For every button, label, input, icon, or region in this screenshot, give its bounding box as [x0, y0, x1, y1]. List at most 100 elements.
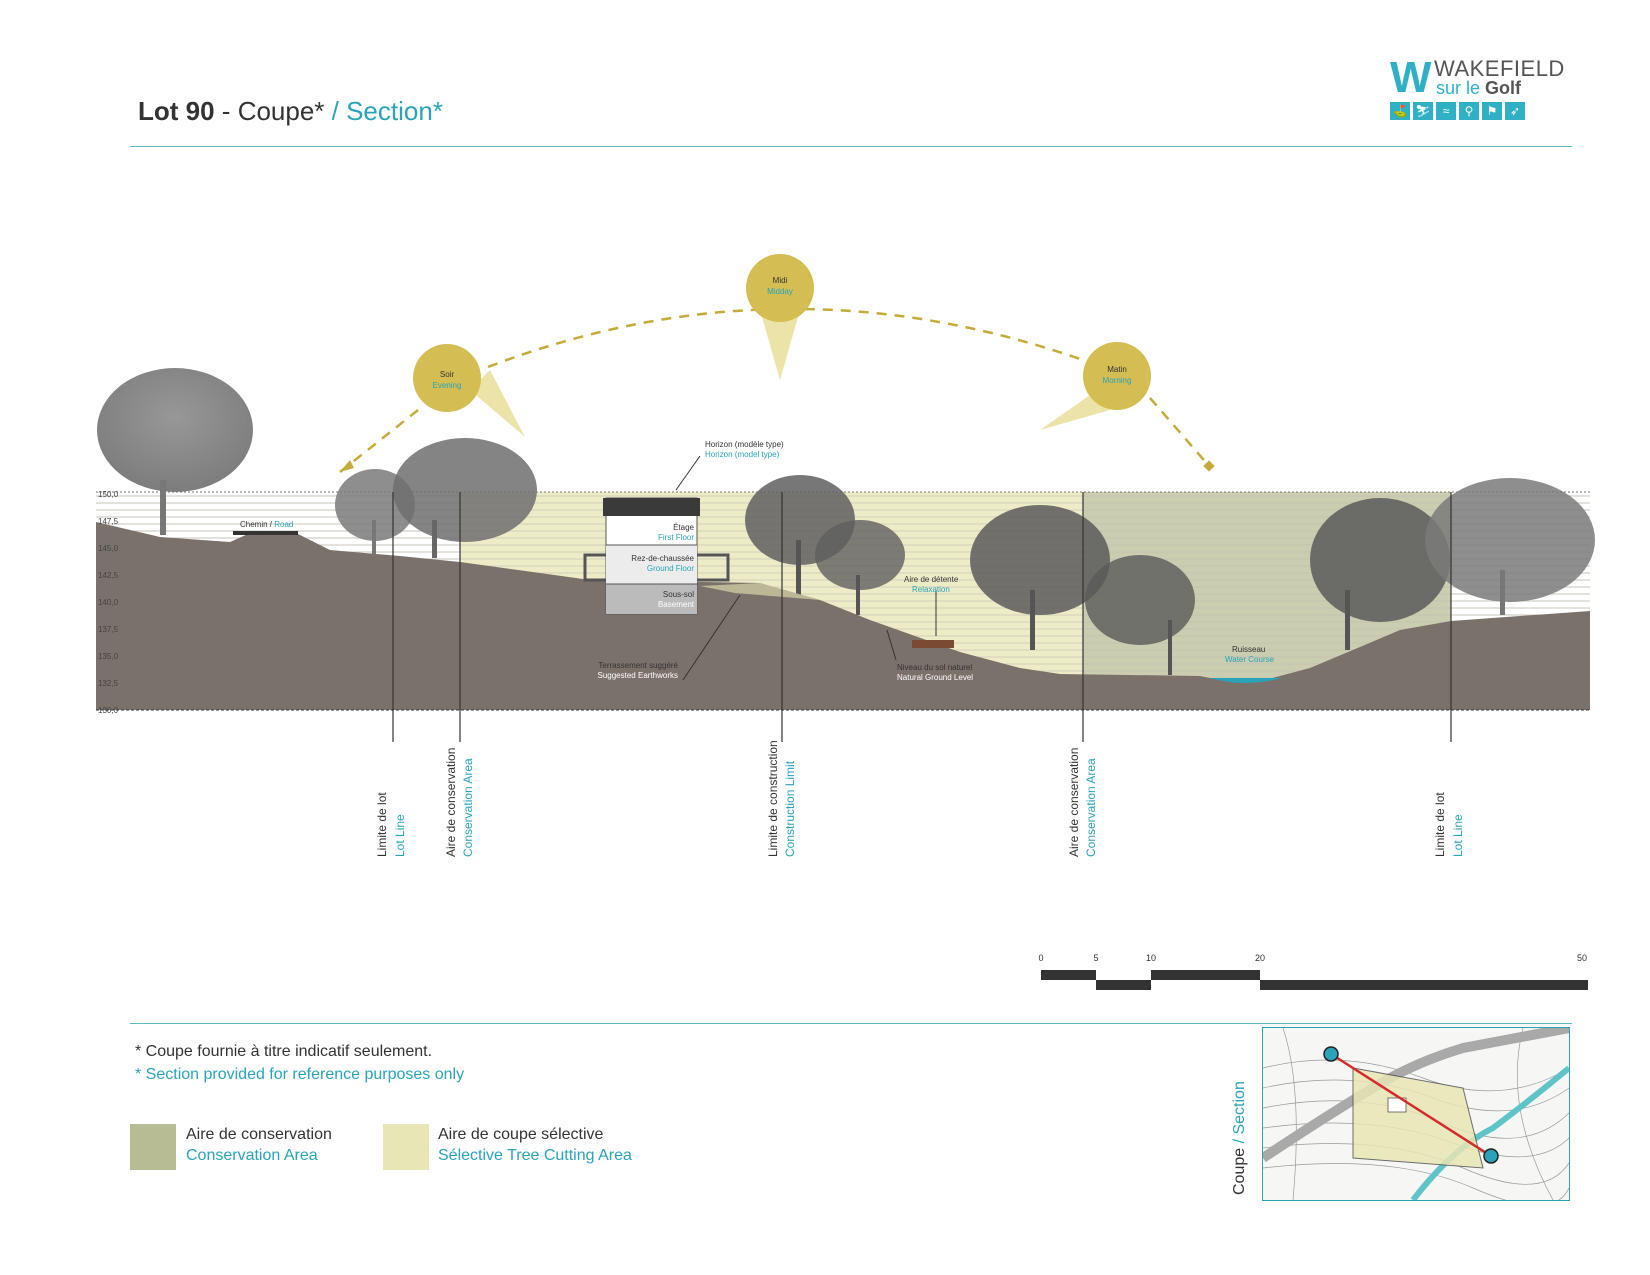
road-surface [233, 531, 298, 535]
legend-selective-fr: Aire de coupe sélective [438, 1126, 604, 1143]
stream-icon [1410, 1065, 1569, 1200]
water-course [1210, 678, 1282, 683]
earthworks-en: Suggested Earthworks [598, 671, 679, 680]
road-fr: Chemin / [240, 520, 274, 529]
sun-midday-fr: Midi [773, 276, 788, 285]
tree [393, 438, 537, 558]
sun-ray-evening [470, 370, 525, 437]
tree [1425, 478, 1595, 615]
basement-en: Basement [658, 600, 695, 609]
sun-end-icon [1203, 460, 1215, 472]
tree [97, 368, 253, 535]
section-cut-line [1330, 1052, 1492, 1158]
title-coupe: Coupe* [237, 96, 325, 126]
elev-label: 142,5 [98, 571, 119, 580]
ground-floor-en: Ground Floor [647, 564, 694, 573]
sun-ray-midday [760, 310, 800, 380]
run-icon: ➶ [1505, 102, 1525, 120]
trees [97, 368, 1595, 675]
legend-conservation-fr: Aire de conservation [186, 1126, 332, 1143]
key-plan-map [1262, 1027, 1570, 1201]
scale-seg [1151, 970, 1260, 980]
elev-label: 132,5 [98, 679, 119, 688]
elev-label: 147,5 [98, 517, 119, 526]
title-lot: Lot 90 [138, 96, 215, 126]
scale-seg [1096, 980, 1151, 990]
cons-left-fr: Aire de conservation [444, 748, 458, 857]
logo-subtitle: sur le Golf [1436, 78, 1521, 99]
elev-label: 137,5 [98, 625, 119, 634]
sun-labels: Soir Evening Midi Midday Matin Morning [433, 276, 1132, 390]
first-floor-en: First Floor [658, 533, 694, 542]
road-label: Chemin / Road [240, 520, 293, 529]
cons-left-en: Conservation Area [461, 758, 475, 857]
scale-label: 10 [1146, 953, 1156, 963]
constr-fr: Limite de construction [766, 740, 780, 857]
ground-floor-block [606, 545, 697, 584]
lot-outline [1352, 1067, 1484, 1169]
cons-right-en: Conservation Area [1084, 758, 1098, 857]
sun-evening-icon [413, 344, 481, 412]
cons-right-fr: Aire de conservation [1067, 748, 1081, 857]
first-floor-fr: Étage [673, 523, 694, 532]
elevation-scale: 150,0 147,5 145,0 142,5 140,0 137,5 135,… [98, 490, 119, 715]
stream-fr: Ruisseau [1232, 645, 1265, 654]
swim-icon: ≈ [1436, 102, 1456, 120]
logo-activity-icons: ⛳ ⛷ ≈ ⚲ ⚑ ➶ [1390, 102, 1525, 120]
horizon-en: Horizon (model type) [705, 450, 780, 459]
earthworks-area [700, 583, 820, 600]
sun-midday-en: Midday [767, 287, 793, 296]
sun-arrow-icon [340, 460, 354, 472]
bike-icon: ⚲ [1459, 102, 1479, 120]
page-title: Lot 90 - Coupe* / Section* [138, 96, 443, 127]
lot-line-left-en: Lot Line [393, 814, 407, 857]
section-annotations: Chemin / Road Horizon (modèle type) Hori… [240, 440, 1275, 682]
ground-floor-fr: Rez-de-chaussée [631, 554, 694, 563]
scale-seg [1041, 970, 1096, 980]
logo-sub-golf: Golf [1485, 78, 1522, 98]
sun-morning-en: Morning [1103, 376, 1132, 385]
limit-lines [392, 492, 1452, 742]
title-sep: - [214, 96, 238, 126]
earthworks-fr: Terrassement suggéré [598, 661, 678, 670]
house [583, 497, 730, 615]
wakefield-logo: W WAKEFIELD sur le Golf ⛳ ⛷ ≈ ⚲ ⚑ ➶ [1390, 52, 1580, 122]
earthworks-leader [682, 594, 741, 681]
ground-profile [96, 522, 1590, 710]
section-marker-b-icon [1483, 1148, 1499, 1164]
elev-label: 135,0 [98, 652, 119, 661]
horizon-leader [675, 455, 701, 491]
road-en: Road [274, 520, 293, 529]
section-marker-a-icon [1323, 1046, 1339, 1062]
relaxation-bench [912, 640, 954, 648]
basement-block [606, 584, 697, 614]
natural-en: Natural Ground Level [897, 673, 973, 682]
key-plan-en: / Section [1231, 1081, 1248, 1148]
relax-fr: Aire de détente [904, 575, 959, 584]
tree [1085, 555, 1195, 675]
lot-line-left-fr: Limite de lot [375, 792, 389, 857]
key-plan-fr: Coupe [1231, 1147, 1248, 1195]
elev-label: 130,0 [98, 706, 119, 715]
legend-swatch-selective [383, 1124, 429, 1170]
basement-fr: Sous-sol [663, 590, 694, 599]
title-section: / Section* [324, 96, 443, 126]
scale-label: 5 [1093, 953, 1098, 963]
leader-lines [675, 455, 937, 681]
natural-fr: Niveau du sol naturel [897, 663, 972, 672]
elev-label: 145,0 [98, 544, 119, 553]
hike-icon: ⚑ [1482, 102, 1502, 120]
footer-rule [130, 1023, 1572, 1024]
scale-bar: 0 5 10 20 50 [1038, 953, 1588, 990]
logo-w-icon: W [1390, 53, 1432, 102]
natural-level-leader [886, 629, 897, 661]
ski-icon: ⛷ [1413, 102, 1433, 120]
sun-evening-en: Evening [433, 381, 462, 390]
sun-path-morning [1149, 397, 1211, 468]
note-fr: * Coupe fournie à titre indicatif seulem… [135, 1043, 433, 1060]
sun-midday-icon [746, 254, 814, 322]
elev-label: 140,0 [98, 598, 119, 607]
house-roof [603, 498, 700, 516]
logo-name: WAKEFIELD [1434, 56, 1565, 81]
stream-en: Water Course [1225, 655, 1275, 664]
